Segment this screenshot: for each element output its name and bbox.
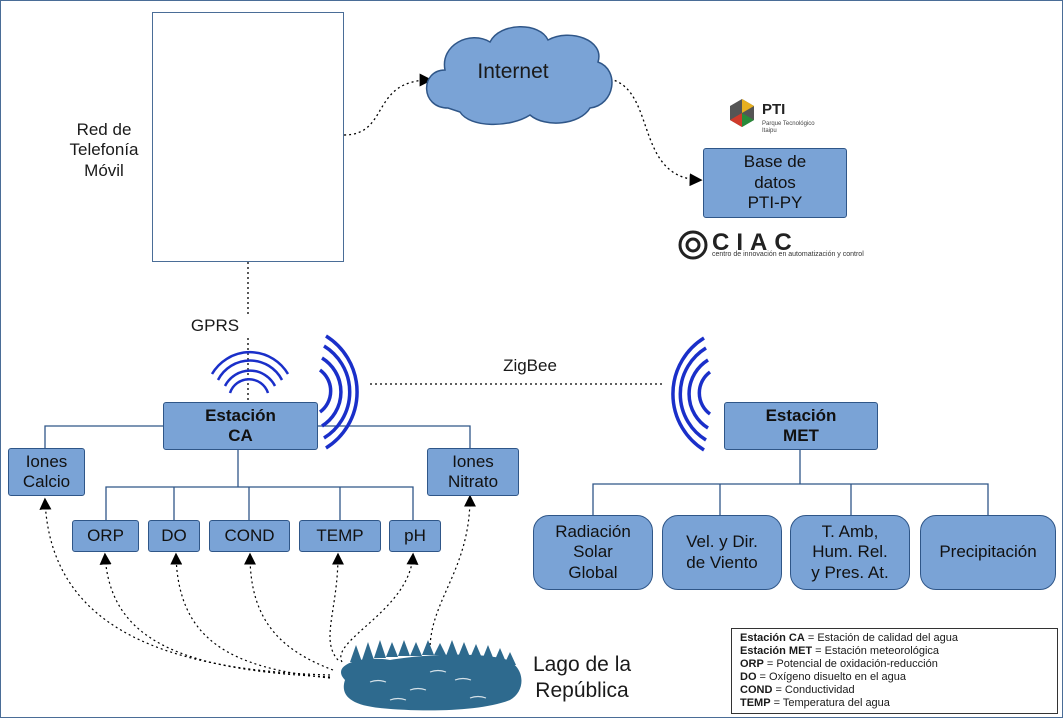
station-ca-node: Estación CA xyxy=(163,402,318,450)
lake-icon xyxy=(341,640,522,711)
lake-sensor-arrows xyxy=(39,494,476,679)
tower-panel xyxy=(152,12,344,262)
zigbee-label: ZigBee xyxy=(503,356,557,375)
pti-logo-name: PTI xyxy=(762,101,786,118)
sensor-radiacion-label: Radiación Solar Global xyxy=(555,521,631,582)
pti-logo-subtitle: Parque Tecnológico Itaipu xyxy=(762,121,815,134)
sensor-cond: COND xyxy=(209,520,290,552)
sensor-ph: pH xyxy=(389,520,441,552)
sensor-temp: TEMP xyxy=(299,520,381,552)
sensor-calcio-label: Iones Calcio xyxy=(22,451,71,491)
ciac-logo-name: CIAC xyxy=(712,229,799,256)
link-tower-internet xyxy=(343,73,433,136)
sensor-ph-label: pH xyxy=(404,525,426,545)
sensor-precipitacion-label: Precipitación xyxy=(939,542,1037,562)
legend-row: ORP = Potencial de oxidación-reducción xyxy=(740,658,938,670)
sensor-radiacion: Radiación Solar Global xyxy=(533,515,653,590)
ca-tree-lines xyxy=(44,425,471,520)
sensor-nitrato-label: Iones Nitrato xyxy=(447,451,499,491)
lake-label: Lago de la República xyxy=(532,653,632,703)
sensor-cond-label: COND xyxy=(224,525,275,545)
ca-signal-arcs xyxy=(210,351,290,394)
internet-cloud xyxy=(425,26,613,126)
sensor-precipitacion: Precipitación xyxy=(920,515,1056,590)
database-label: Base de datos PTI-PY xyxy=(743,152,807,213)
internet-label: Internet xyxy=(477,60,549,83)
sensor-nitrato: Iones Nitrato xyxy=(427,448,519,496)
link-internet-database xyxy=(599,77,703,187)
legend-row: Estación MET = Estación meteorológica xyxy=(740,645,940,657)
sensor-calcio: Iones Calcio xyxy=(8,448,85,496)
ciac-logo-icon xyxy=(678,230,708,260)
sensor-ambiente-label: T. Amb, Hum. Rel. y Pres. At. xyxy=(811,521,889,582)
met-tree-lines xyxy=(592,450,989,515)
gprs-label: GPRS xyxy=(190,316,240,335)
legend-row: TEMP = Temperatura del agua xyxy=(740,697,890,709)
ciac-logo-subtitle: centro de innovación en automatización y… xyxy=(712,251,864,258)
legend-row: COND = Conductividad xyxy=(740,684,855,696)
pti-logo-icon xyxy=(730,99,754,127)
tower-label: Red de Telefonía Móvil xyxy=(69,120,139,180)
station-met-label: Estación MET xyxy=(765,405,837,445)
sensor-do: DO xyxy=(148,520,200,552)
sensor-viento: Vel. y Dir. de Viento xyxy=(662,515,782,590)
sensor-orp: ORP xyxy=(72,520,139,552)
sensor-temp-label: TEMP xyxy=(316,525,364,545)
sensor-orp-label: ORP xyxy=(87,525,124,545)
sensor-viento-label: Vel. y Dir. de Viento xyxy=(686,532,758,572)
sensor-ambiente: T. Amb, Hum. Rel. y Pres. At. xyxy=(790,515,910,590)
station-ca-label: Estación CA xyxy=(205,405,276,445)
station-met-node: Estación MET xyxy=(724,402,878,450)
ca-zigbee-arcs xyxy=(318,334,359,450)
met-zigbee-arcs xyxy=(671,336,712,452)
database-node: Base de datos PTI-PY xyxy=(703,148,847,218)
legend-row: DO = Oxígeno disuelto en el agua xyxy=(740,671,907,683)
sensor-do-label: DO xyxy=(161,525,187,545)
legend-row: Estación CA = Estación de calidad del ag… xyxy=(740,632,958,644)
legend-box: Estación CA = Estación de calidad del ag… xyxy=(731,628,1058,714)
